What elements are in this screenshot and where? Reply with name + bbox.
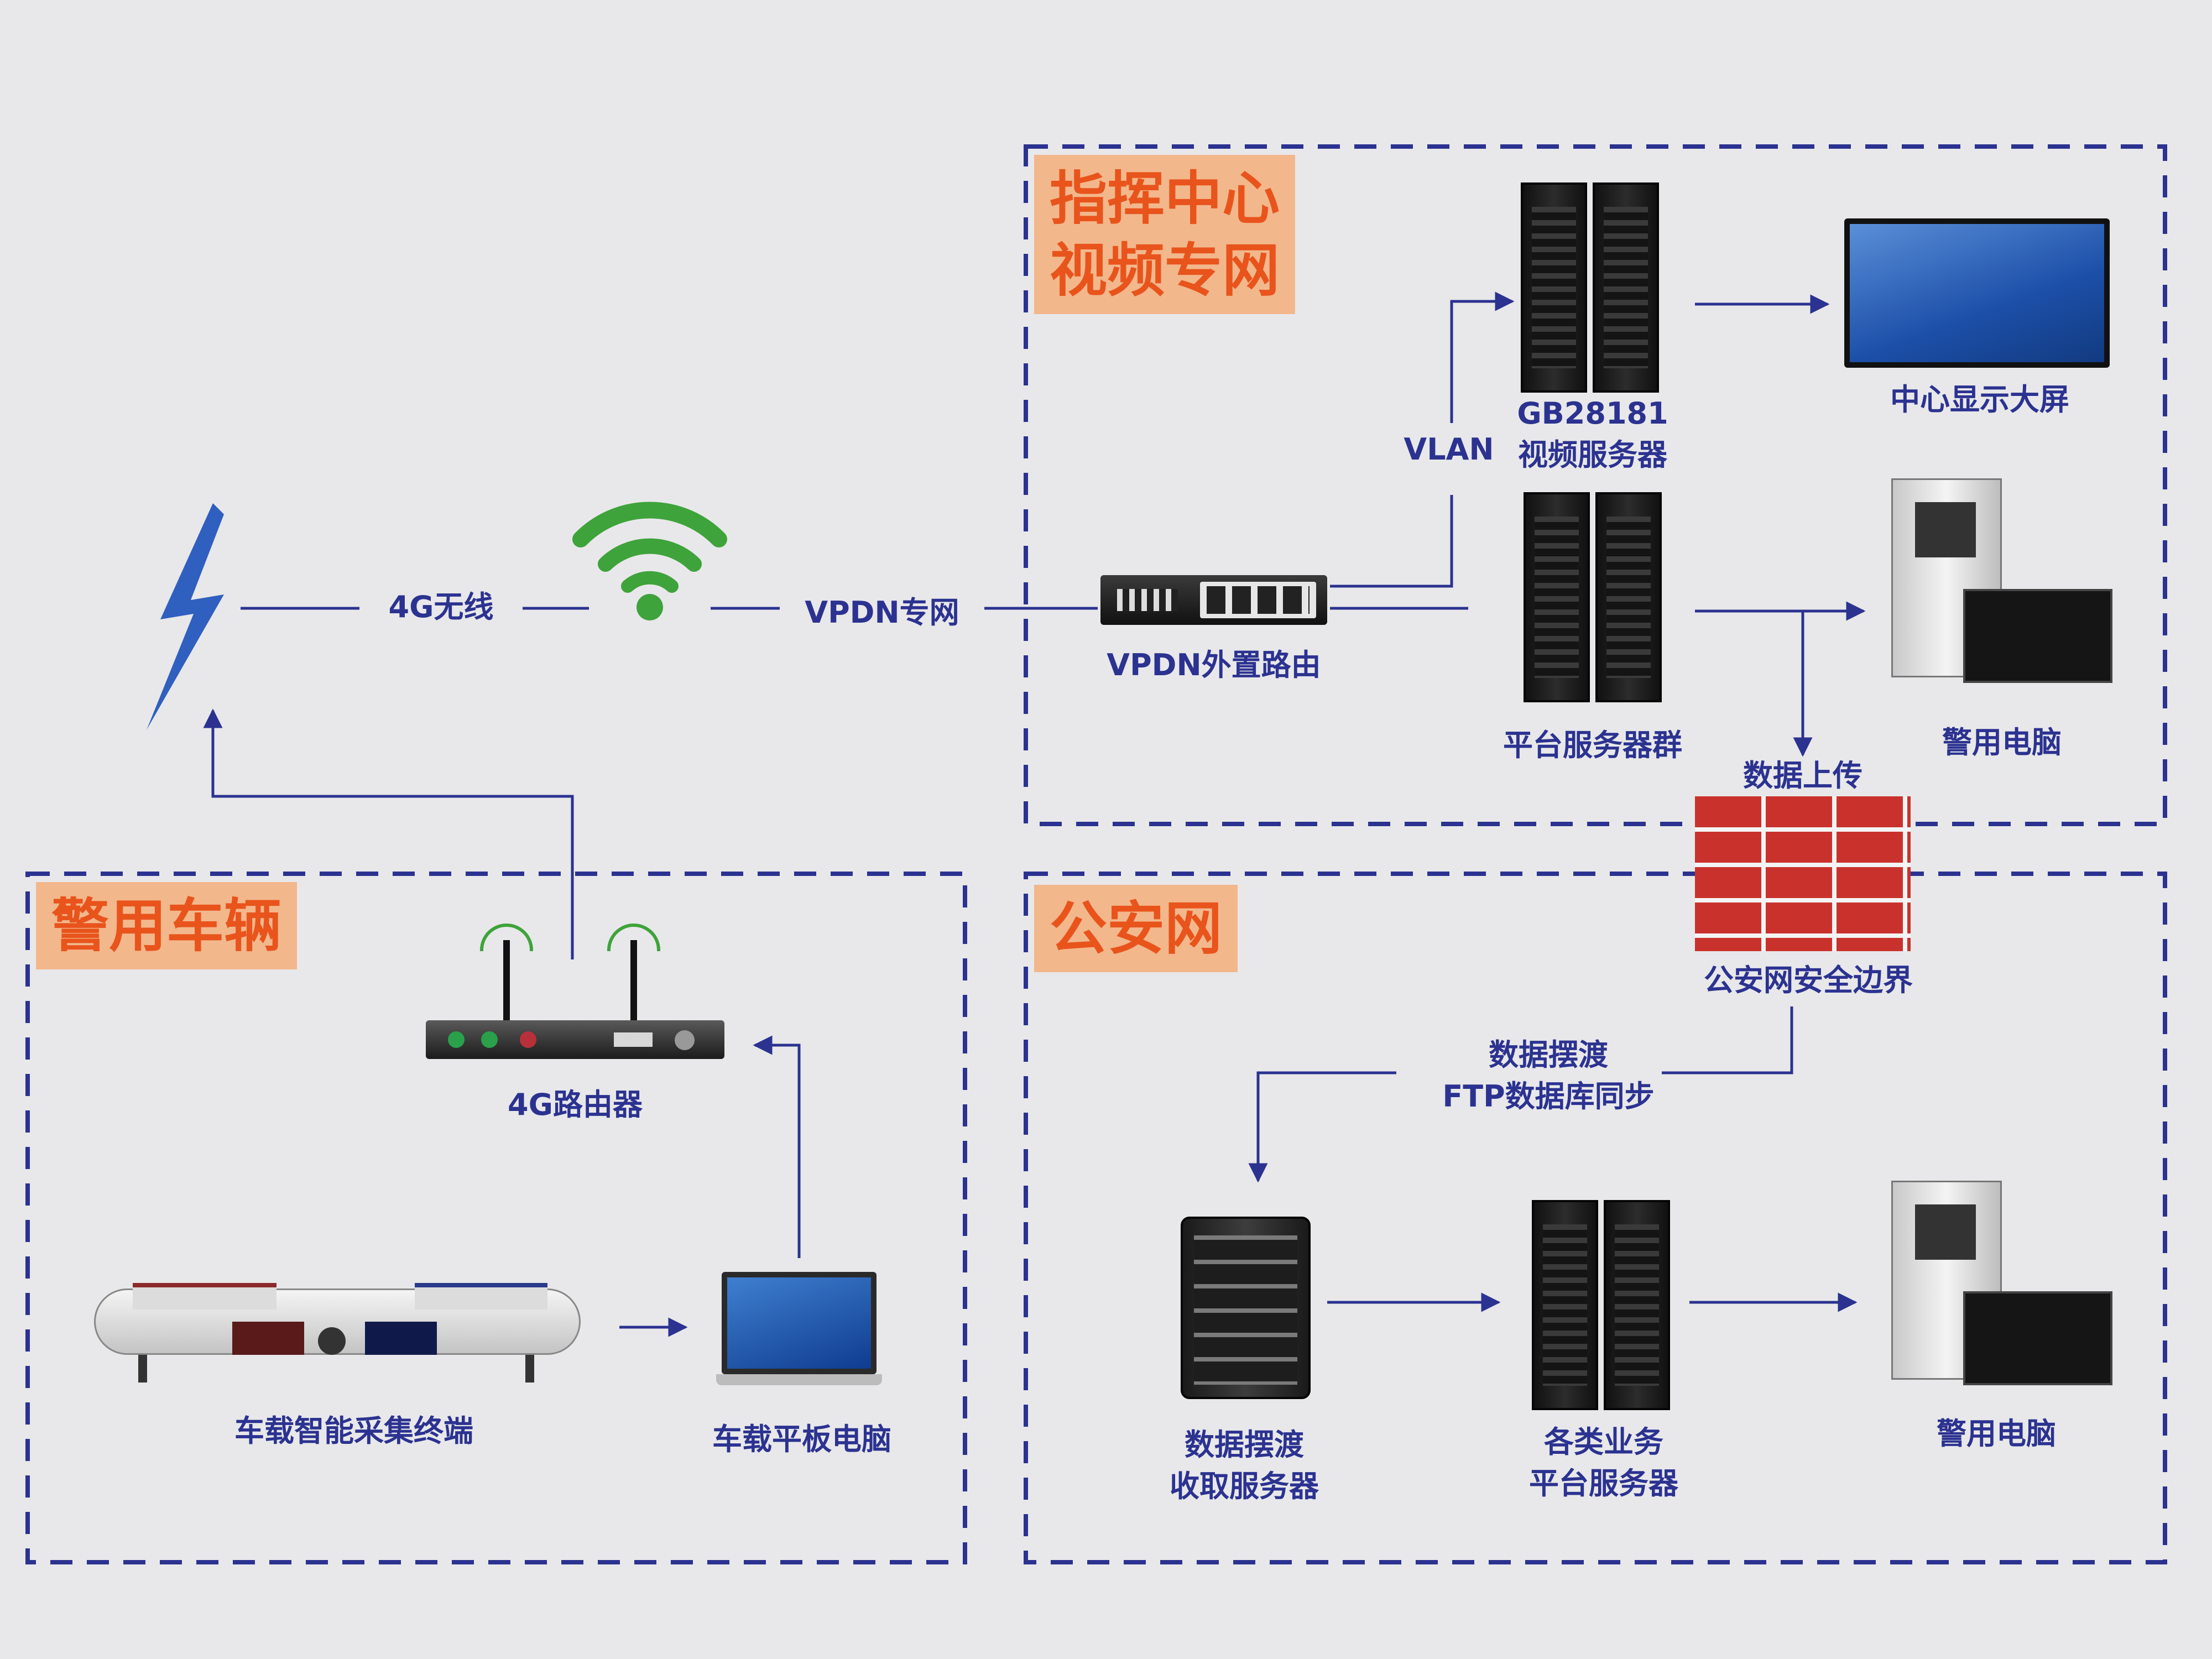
region-title-command-center: 指挥中心 视频专网 — [1034, 155, 1296, 314]
router-4g-icon — [426, 924, 724, 1062]
label-gb28181-line1: GB28181 — [1517, 396, 1668, 431]
region-border-command-center — [1024, 144, 2167, 826]
lightning-icon — [147, 503, 224, 730]
region-title-line2: 视频专网 — [1050, 237, 1280, 304]
gb28181-server-icon — [1521, 182, 1665, 393]
firewall-icon — [1695, 796, 1911, 951]
wifi-icon — [572, 502, 727, 620]
region-title-police-vehicle: 警用车辆 — [36, 882, 298, 969]
label-biz-servers-line1: 各类业务 — [1544, 1425, 1663, 1459]
link-vlan-gb28181 — [1450, 291, 1515, 423]
label-vpdn-net: VPDN专网 — [805, 595, 959, 630]
label-biz-servers-line2: 平台服务器 — [1529, 1466, 1678, 1501]
label-center-screen: 中心显示大屏 — [1890, 382, 2069, 417]
link-firewall-ferry — [1662, 1006, 1793, 1074]
label-onboard-terminal: 车载智能采集终端 — [234, 1413, 473, 1448]
label-onboard-tablet: 车载平板电脑 — [712, 1422, 891, 1457]
signal-icon — [480, 924, 533, 951]
region-border-police-vehicle — [25, 872, 967, 1564]
onboard-tablet-icon — [716, 1272, 882, 1388]
label-police-pc-top: 警用电脑 — [1942, 725, 2062, 760]
label-ferry-line1: 数据摆渡 — [1489, 1037, 1608, 1072]
link-router-vlan — [1330, 495, 1453, 588]
label-ferry-server-line1: 数据摆渡 — [1185, 1427, 1304, 1462]
label-police-pc-bottom: 警用电脑 — [1937, 1416, 2056, 1451]
onboard-terminal-icon — [94, 1272, 581, 1383]
signal-icon — [607, 924, 660, 951]
region-title-line1: 指挥中心 — [1050, 165, 1280, 232]
link-tablet-router — [753, 1035, 801, 1258]
vpdn-router-icon — [1100, 575, 1327, 625]
platform-servers-icon — [1524, 492, 1667, 702]
biz-servers-icon — [1532, 1200, 1676, 1410]
label-router-4g: 4G路由器 — [508, 1087, 643, 1122]
center-screen-icon — [1844, 218, 2110, 368]
label-vpdn-router: VPDN外置路由 — [1107, 648, 1321, 682]
police-pc-bottom-icon — [1891, 1181, 2112, 1396]
link-router-lightning — [203, 708, 574, 959]
label-ferry-server-line2: 收取服务器 — [1170, 1469, 1319, 1504]
label-gb28181-line2: 视频服务器 — [1518, 437, 1667, 472]
ferry-server-icon — [1181, 1217, 1311, 1399]
region-title-public-security: 公安网 — [1034, 885, 1238, 972]
label-ferry-line2: FTP数据库同步 — [1442, 1079, 1655, 1114]
region-border-public-security — [1024, 872, 2167, 1564]
label-platform-servers: 平台服务器群 — [1503, 728, 1682, 763]
label-data-upload: 数据上传 — [1743, 758, 1863, 793]
link-ferry-server — [1248, 1071, 1396, 1183]
label-4g-wireless: 4G无线 — [388, 589, 494, 624]
label-firewall: 公安网安全边界 — [1704, 963, 1913, 998]
police-pc-top-icon — [1891, 478, 2112, 694]
label-vlan: VLAN — [1404, 432, 1494, 467]
